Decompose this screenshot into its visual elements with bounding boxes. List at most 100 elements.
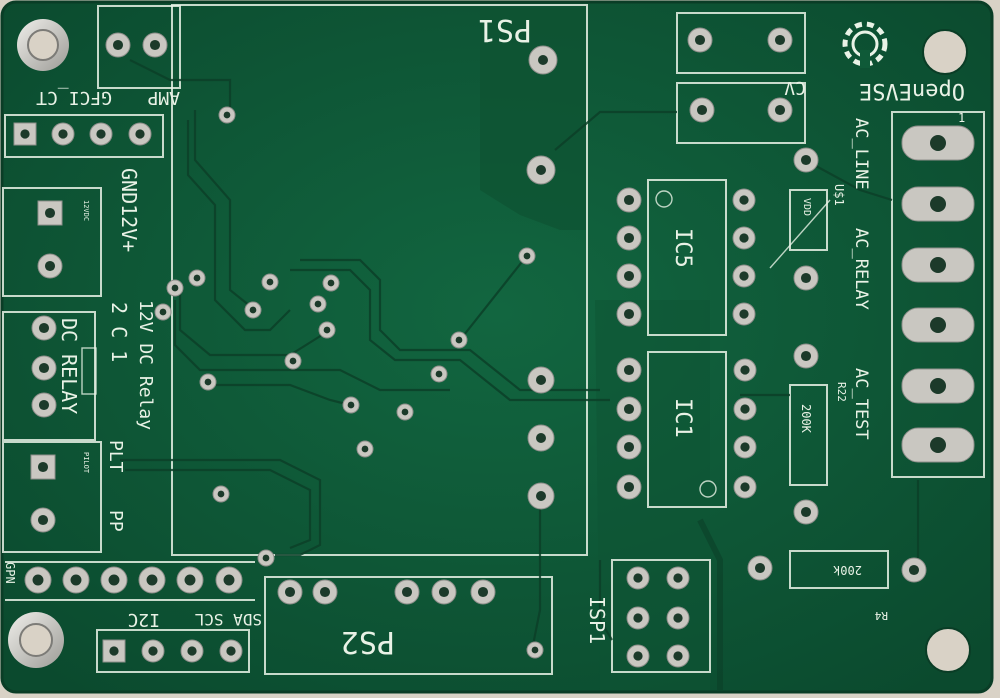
gfci-pad-hole bbox=[58, 129, 68, 139]
via-hole bbox=[262, 554, 270, 562]
amp-connector-outline bbox=[97, 5, 181, 89]
ic5-outline bbox=[647, 179, 727, 336]
gfci-ct-label: GFCI_CT bbox=[36, 87, 112, 108]
ic5-pad-hole bbox=[739, 271, 749, 281]
pilot-small-label: PILOT bbox=[82, 452, 90, 474]
ac-terminal-pad-hole bbox=[930, 135, 946, 151]
ps2-pad-hole bbox=[401, 586, 413, 598]
gfci-pad-hole bbox=[96, 129, 106, 139]
ps1-pads bbox=[526, 45, 558, 510]
mount-hole-top-left bbox=[17, 19, 69, 71]
pilot-pad-hole bbox=[37, 461, 49, 473]
ic5-pad-hole bbox=[623, 232, 635, 244]
via-hole bbox=[249, 306, 257, 314]
amp-pad-hole bbox=[149, 39, 161, 51]
relay-pad-hole bbox=[38, 399, 50, 411]
i2c-pad-hole bbox=[109, 646, 119, 656]
vdd-label: VDD bbox=[801, 198, 812, 216]
ps2-pad-hole bbox=[477, 586, 489, 598]
cv-pad-hole bbox=[774, 104, 786, 116]
gpn-pad-hole bbox=[70, 574, 82, 586]
i2c-label: I2C bbox=[127, 609, 160, 630]
via-hole bbox=[327, 279, 335, 287]
mount-hole-bottom-left bbox=[8, 612, 64, 668]
cv-pad-hole bbox=[696, 104, 708, 116]
ic1-pad-hole bbox=[740, 482, 750, 492]
isp1-label: ISP1 bbox=[585, 596, 609, 644]
ac-terminal-pads bbox=[901, 125, 975, 463]
ic1-label: IC1 bbox=[670, 398, 695, 438]
traces bbox=[120, 59, 920, 690]
ac-relay-label: AC_RELAY bbox=[851, 228, 871, 310]
ic5-pin1-mark bbox=[655, 190, 673, 208]
ac-terminal-pad-hole bbox=[930, 317, 946, 333]
i2c-pad-hole bbox=[226, 646, 236, 656]
i2c-pad-hole bbox=[148, 646, 158, 656]
ic1-pad-hole bbox=[740, 365, 750, 375]
pp-label: PP bbox=[105, 510, 126, 532]
sda-scl-label: SDA SCL bbox=[195, 610, 262, 629]
cv-label: CV bbox=[784, 77, 806, 98]
amp-label: AMP bbox=[147, 87, 180, 108]
isp1-outline bbox=[611, 559, 711, 673]
ic5-pad-hole bbox=[739, 195, 749, 205]
u1-diag bbox=[769, 199, 831, 269]
ic1-outline bbox=[647, 351, 727, 508]
ic1-pad-hole bbox=[740, 442, 750, 452]
ic1-pin1-mark bbox=[699, 480, 717, 498]
pin1-marker: 1 bbox=[958, 111, 965, 125]
r4-pad-hole bbox=[908, 564, 920, 576]
ac-terminal-outline bbox=[891, 111, 985, 478]
ac-line-label: AC_LINE bbox=[851, 118, 871, 190]
r22-outline bbox=[789, 384, 828, 486]
via-hole bbox=[523, 252, 531, 260]
via-hole bbox=[435, 370, 443, 378]
resistor-pad-hole bbox=[800, 154, 812, 166]
i2c-outline bbox=[96, 629, 250, 673]
12vdc-small-label: 12VDC bbox=[82, 200, 90, 221]
isp-pad-hole bbox=[633, 651, 643, 661]
ps2-pad-hole bbox=[319, 586, 331, 598]
u1-label: U$1 bbox=[832, 184, 846, 206]
cv-top-outline bbox=[676, 12, 806, 74]
via-hole bbox=[289, 357, 297, 365]
gpn-pad-hole bbox=[32, 574, 44, 586]
openevse-gear-icon bbox=[842, 21, 888, 68]
ic1-pad-hole bbox=[623, 441, 635, 453]
mount-hole-top-right bbox=[922, 29, 968, 75]
isp-pad-hole bbox=[673, 613, 683, 623]
power-connector-outline bbox=[2, 187, 102, 297]
dc-relay-label: DC RELAY bbox=[57, 318, 81, 414]
ic5-pad-hole bbox=[739, 233, 749, 243]
relay-pad-hole bbox=[38, 362, 50, 374]
resistor-pad-hole bbox=[800, 272, 812, 284]
ac-terminal-pad-hole bbox=[930, 378, 946, 394]
r4-label: R4 bbox=[874, 609, 888, 622]
isp-pad-hole bbox=[633, 573, 643, 583]
ic5-label: IC5 bbox=[670, 228, 695, 268]
relay-pad-hole bbox=[38, 322, 50, 334]
ps1-label: PS1 bbox=[478, 12, 532, 47]
gpn-pad-hole bbox=[108, 574, 120, 586]
ic5-pad-hole bbox=[623, 308, 635, 320]
via-hole bbox=[217, 490, 225, 498]
isp-pad-hole bbox=[673, 573, 683, 583]
ps2-outline bbox=[264, 576, 553, 675]
ic5-pad-hole bbox=[623, 194, 635, 206]
relay-pins-label: 2 C 1 bbox=[107, 302, 131, 362]
ic5-pad-hole bbox=[623, 270, 635, 282]
ac-terminal-pad-hole bbox=[930, 437, 946, 453]
ic1-pad-hole bbox=[623, 364, 635, 376]
vias bbox=[154, 106, 544, 659]
via-hole bbox=[171, 284, 179, 292]
gfci-pad-hole bbox=[20, 129, 30, 139]
r4-outline bbox=[789, 550, 889, 589]
copper-pour bbox=[480, 8, 588, 230]
ps2-pad-hole bbox=[284, 586, 296, 598]
ac-terminal-pad-hole bbox=[930, 257, 946, 273]
via-hole bbox=[223, 111, 231, 119]
ac-test-label: AC_TEST bbox=[851, 368, 871, 440]
ac-terminal-pad-hole bbox=[930, 196, 946, 212]
ps2-label: PS2 bbox=[341, 624, 395, 659]
